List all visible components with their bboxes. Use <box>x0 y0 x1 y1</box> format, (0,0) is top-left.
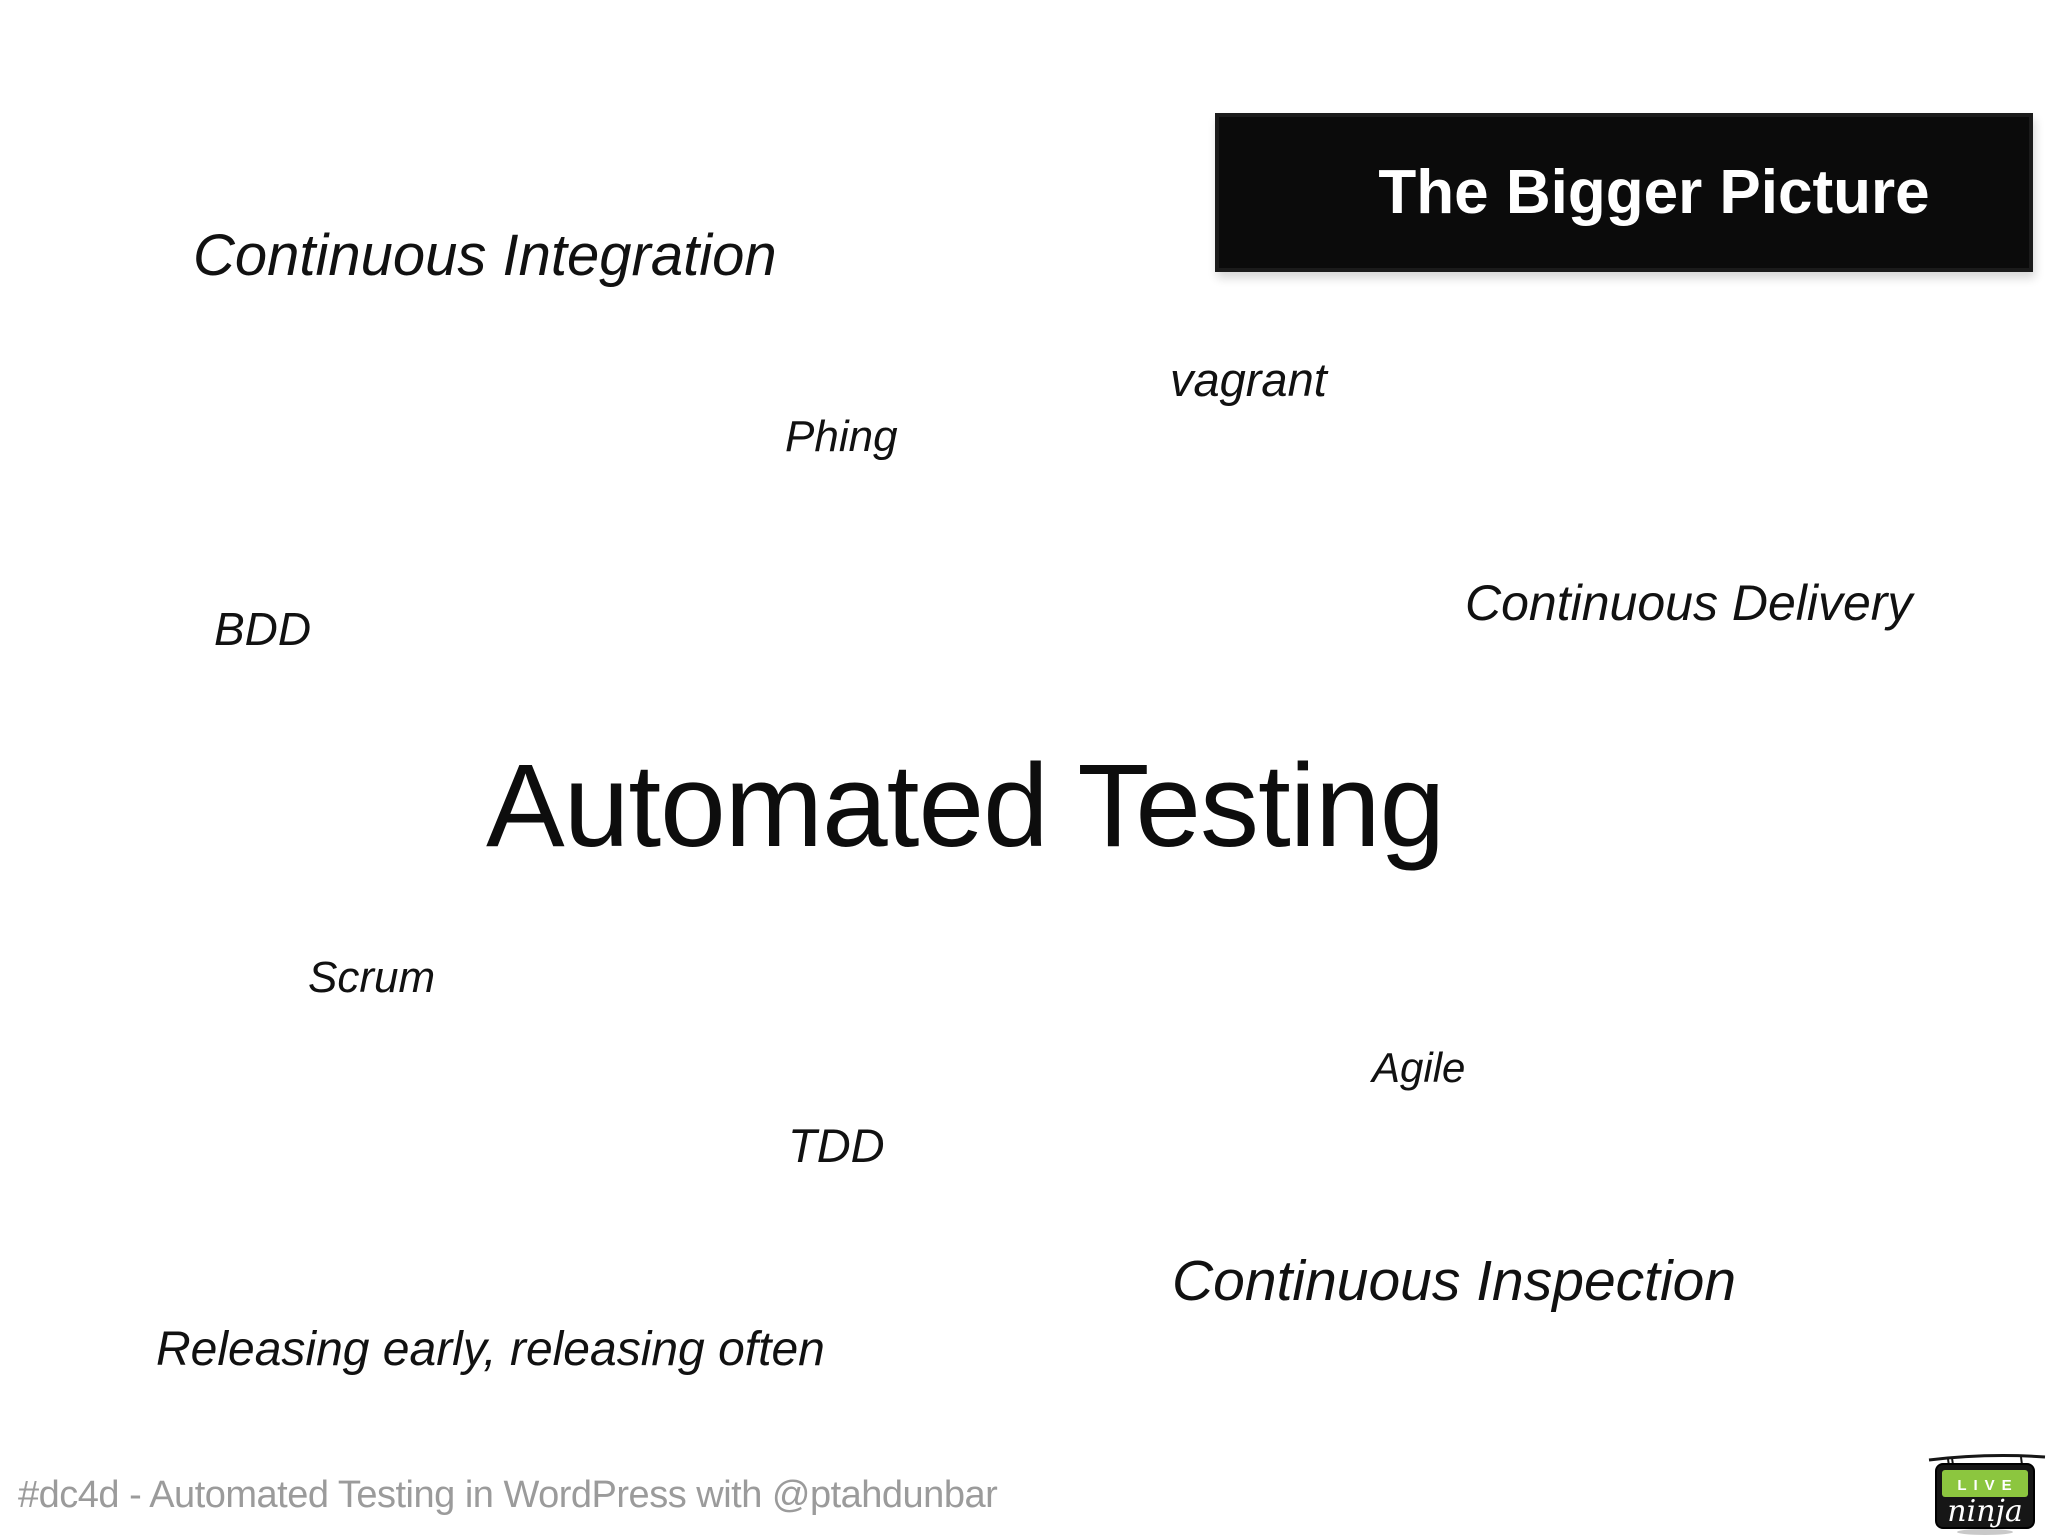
word-agile: Agile <box>1372 1044 1466 1091</box>
logo-green-band-icon <box>1942 1470 2028 1497</box>
word-continuous-delivery: Continuous Delivery <box>1465 575 1913 631</box>
slide-title-box: The Bigger Picture <box>1215 113 2033 272</box>
footer-credit: #dc4d - Automated Testing in WordPress w… <box>18 1474 998 1516</box>
liveninja-logo: LIVE ninja <box>1928 1454 2046 1535</box>
word-bdd: BDD <box>214 603 312 655</box>
word-scrum: Scrum <box>308 953 436 1002</box>
logo-text-live: LIVE <box>1957 1477 2018 1494</box>
word-continuous-inspection: Continuous Inspection <box>1172 1249 1737 1313</box>
word-continuous-integration: Continuous Integration <box>193 223 777 288</box>
word-phing: Phing <box>785 412 898 461</box>
logo-shadow-icon <box>1957 1529 2013 1535</box>
slide-title: The Bigger Picture <box>1378 158 1930 227</box>
word-vagrant: vagrant <box>1170 353 1327 406</box>
word-releasing-early: Releasing early, releasing often <box>156 1323 825 1376</box>
logo-text-ninja: ninja <box>1947 1494 2022 1529</box>
word-automated-testing: Automated Testing <box>486 740 1445 872</box>
word-tdd: TDD <box>788 1119 885 1172</box>
logo-hanging-rod-icon <box>1928 1454 2046 1462</box>
